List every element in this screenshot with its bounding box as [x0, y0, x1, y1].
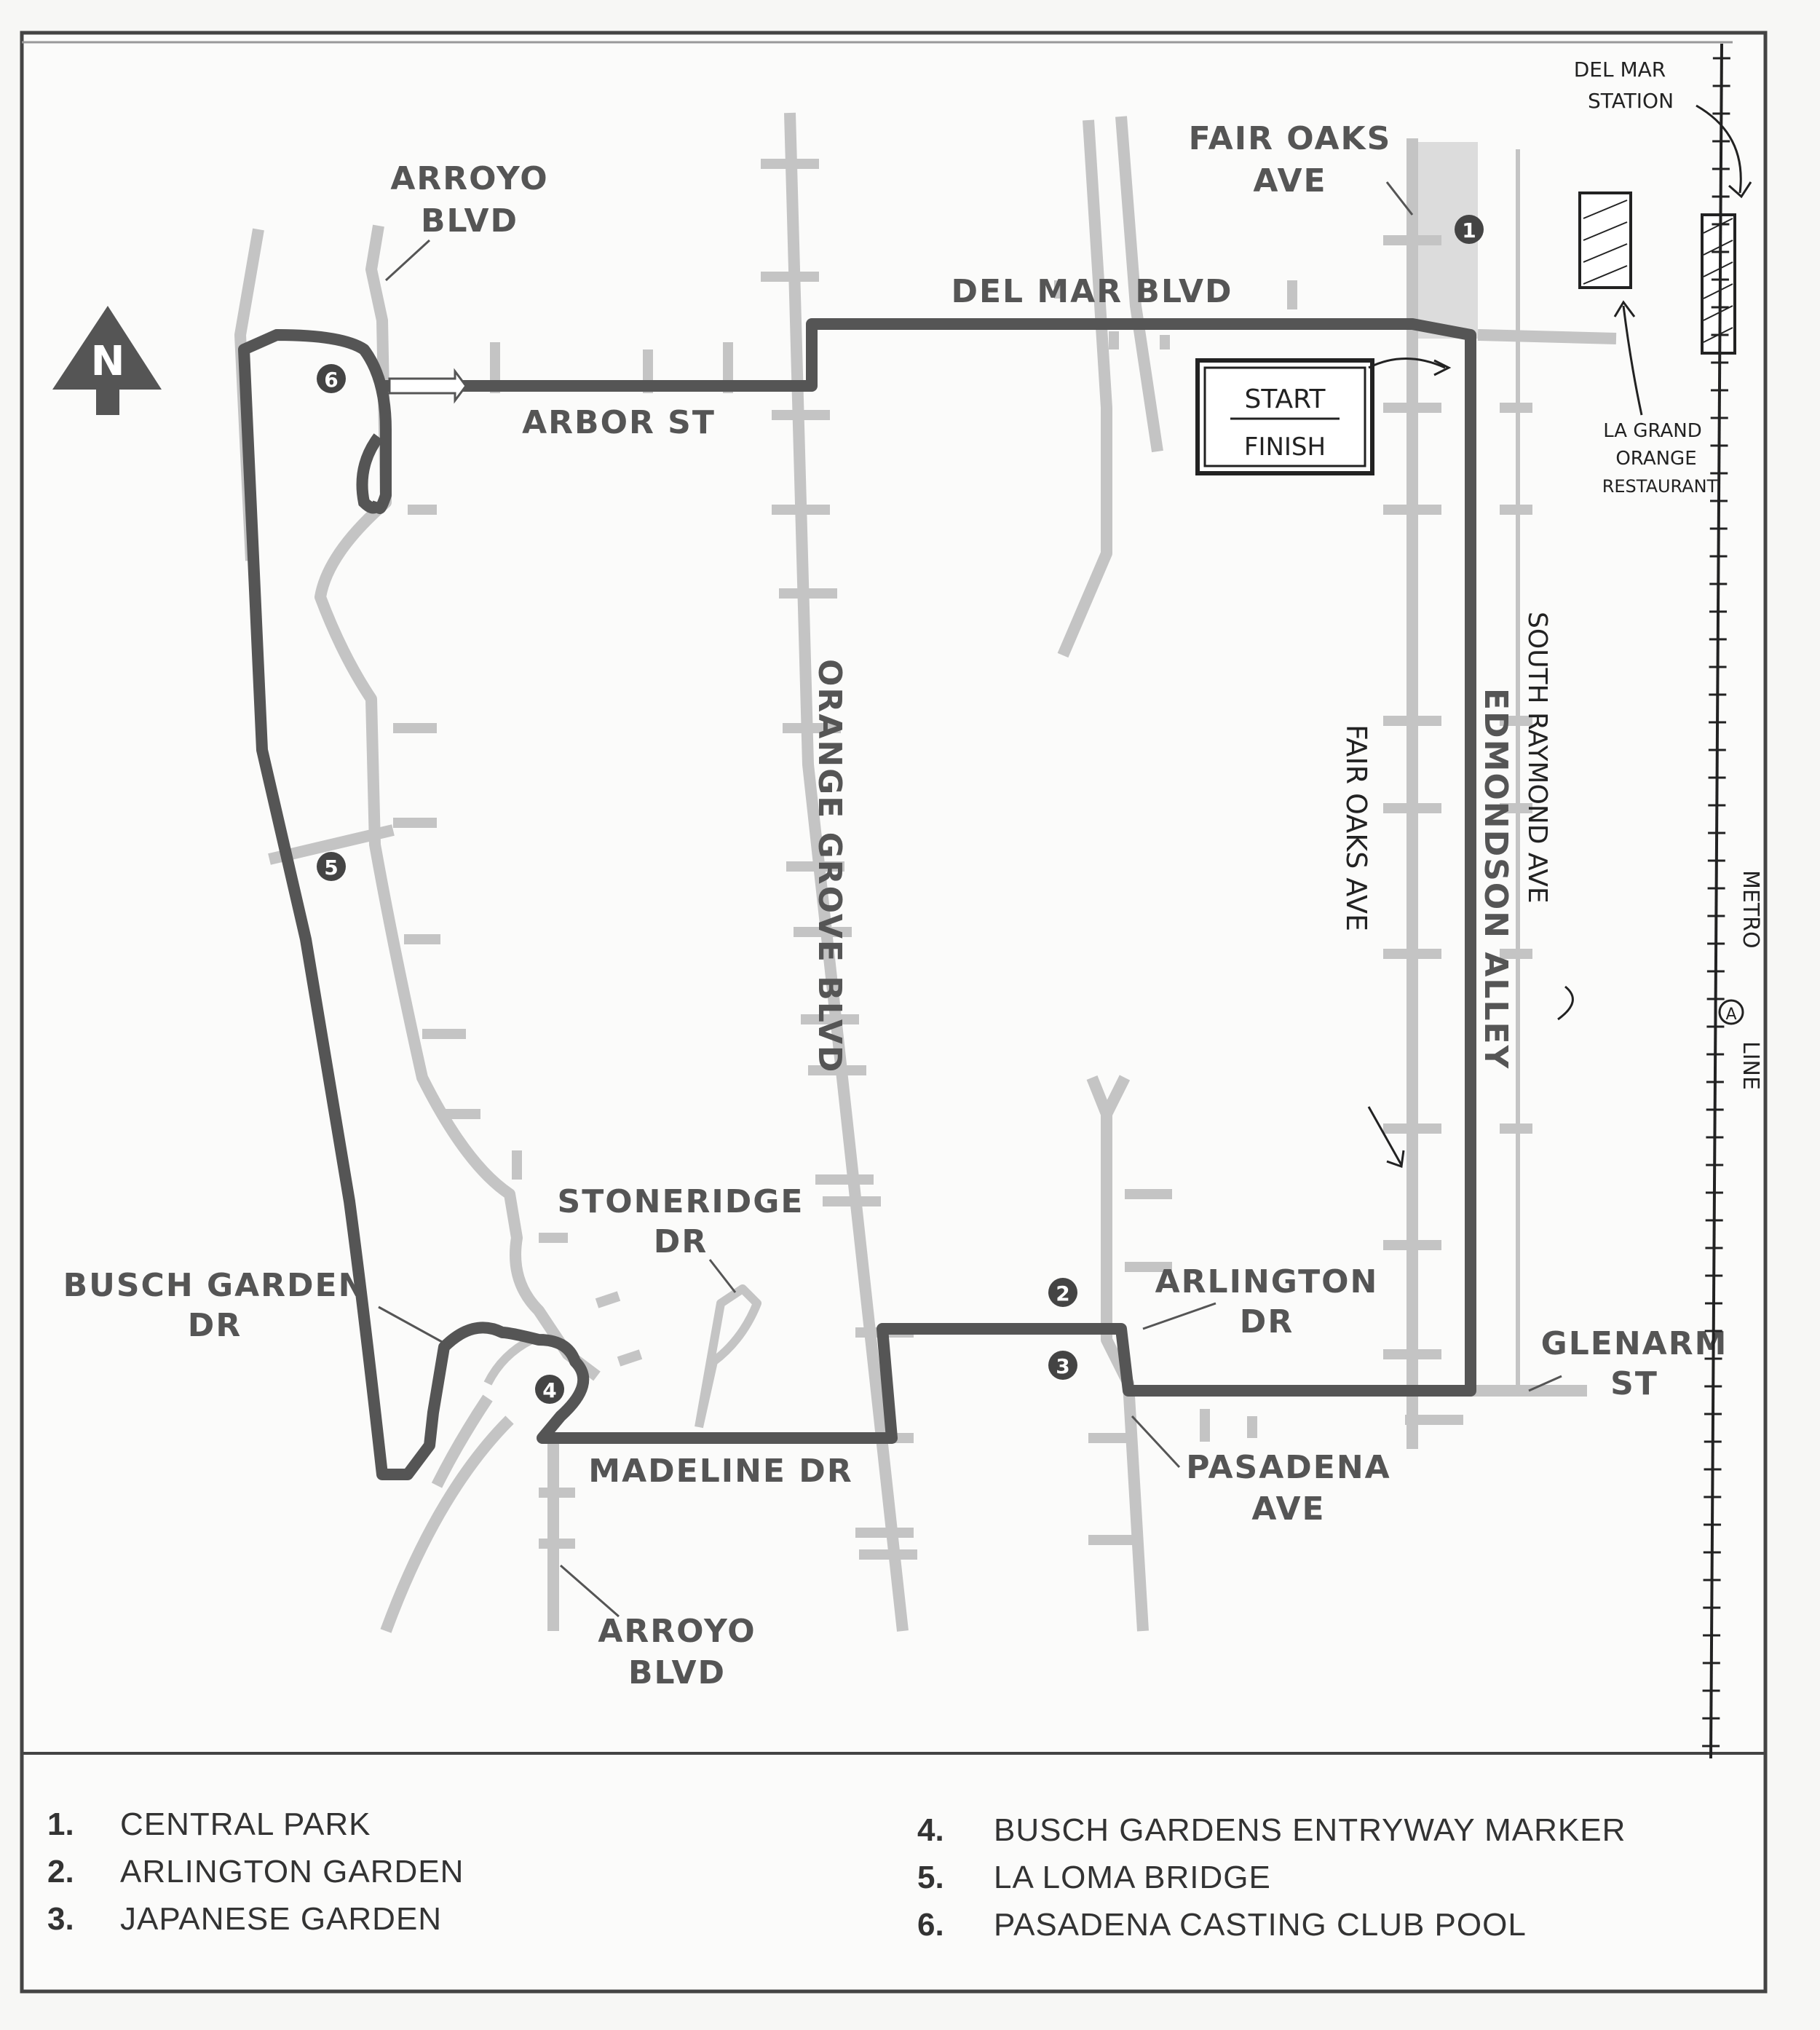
marker-3: 3 — [1048, 1351, 1077, 1380]
street-arroyo-southwest — [380, 1415, 514, 1633]
legend-item: 1. CENTRAL PARK — [47, 1806, 371, 1842]
label-busch-garden-dr-2: DR — [188, 1307, 242, 1344]
legend-item: 2. ARLINGTON GARDEN — [47, 1854, 464, 1889]
del-mar-station-label-2: STATION — [1588, 89, 1674, 113]
restaurant-label-2: ORANGE — [1615, 448, 1696, 470]
start-finish-box: START FINISH — [1195, 358, 1452, 475]
label-fair-oaks-ave-north-1: FAIR OAKS — [1189, 120, 1392, 157]
restaurant-label-1: LA GRAND — [1603, 420, 1702, 442]
north-arrow-icon: N — [52, 306, 162, 415]
street-arroyo-blvd-north — [314, 224, 601, 1381]
label-glenarm-st-1: GLENARM — [1541, 1325, 1728, 1362]
metro-line-letter: A — [1725, 1006, 1736, 1024]
label-orange-grove-blvd: ORANGE GROVE BLVD — [811, 659, 848, 1073]
label-arroyo-blvd-south-1: ARROYO — [598, 1613, 756, 1650]
label-busch-garden-dr-1: BUSCH GARDEN — [63, 1267, 367, 1304]
start-label: START — [1244, 384, 1326, 414]
svg-text:5: 5 — [324, 856, 338, 880]
svg-text:2.: 2. — [47, 1854, 74, 1889]
legend-item: 3. JAPANESE GARDEN — [47, 1901, 442, 1937]
legend-item: 6. PASADENA CASTING CLUB POOL — [917, 1907, 1527, 1943]
svg-text:2: 2 — [1056, 1281, 1069, 1306]
label-fair-oaks-ave-north-2: AVE — [1253, 162, 1326, 200]
label-glenarm-st-2: ST — [1610, 1365, 1658, 1402]
street-del-mar-east — [1477, 329, 1617, 344]
label-arbor-st: ARBOR ST — [522, 404, 716, 441]
svg-text:3.: 3. — [47, 1901, 74, 1937]
legend-item-label: JAPANESE GARDEN — [120, 1901, 442, 1937]
walking-route-loop — [356, 433, 384, 514]
restaurant-label-3: RESTAURANT — [1602, 476, 1718, 497]
marker-2: 2 — [1048, 1278, 1077, 1307]
label-stoneridge-dr-2: DR — [654, 1223, 708, 1260]
label-arroyo-blvd-south-2: BLVD — [628, 1654, 726, 1691]
label-del-mar-blvd: DEL MAR BLVD — [951, 273, 1233, 310]
svg-text:1: 1 — [1462, 218, 1476, 242]
street-orange-grove-blvd — [784, 112, 909, 1632]
legend-item-label: PASADENA CASTING CLUB POOL — [994, 1907, 1527, 1943]
street-stoneridge-dr — [695, 1284, 761, 1429]
metro-rail-line: METRO A LINE — [1702, 43, 1763, 1759]
street-labels: ARROYO BLVD FAIR OAKS AVE DEL MAR BLVD A… — [63, 120, 1728, 1691]
label-pasadena-ave-2: AVE — [1251, 1490, 1325, 1528]
label-stoneridge-dr-1: STONERIDGE — [558, 1183, 804, 1220]
svg-text:1.: 1. — [47, 1806, 74, 1842]
svg-text:3: 3 — [1056, 1354, 1069, 1378]
legend-item-label: BUSCH GARDENS ENTRYWAY MARKER — [994, 1812, 1626, 1848]
svg-text:5.: 5. — [917, 1860, 944, 1895]
legend-item-label: CENTRAL PARK — [120, 1806, 371, 1842]
label-arlington-dr-1: ARLINGTON — [1155, 1263, 1379, 1300]
del-mar-station-label-1: DEL MAR — [1574, 58, 1666, 82]
marker-5: 5 — [317, 852, 346, 881]
legend-item-label: LA LOMA BRIDGE — [994, 1860, 1271, 1895]
street-pasadena-fork — [1086, 1075, 1131, 1120]
legend: 1. CENTRAL PARK 2. ARLINGTON GARDEN 3. J… — [47, 1806, 1626, 1943]
restaurant-building — [1578, 191, 1632, 289]
label-pasadena-ave-1: PASADENA — [1186, 1449, 1390, 1486]
metro-line-label-1: METRO — [1738, 870, 1763, 949]
finish-label: FINISH — [1244, 433, 1326, 462]
label-edmondson-alley: EDMONDSON ALLEY — [1477, 688, 1514, 1070]
label-arroyo-blvd-north-2: BLVD — [421, 202, 518, 240]
label-arlington-dr-2: DR — [1240, 1303, 1294, 1340]
svg-text:6.: 6. — [917, 1907, 944, 1943]
street-north-a — [1057, 119, 1112, 658]
street-north-b — [1115, 116, 1163, 453]
street-pasadena-ave — [1101, 1107, 1149, 1632]
north-arrow-label: N — [91, 338, 125, 385]
legend-item: 5. LA LOMA BRIDGE — [917, 1860, 1271, 1895]
south-raymond-arrow-icon — [1557, 985, 1574, 1021]
label-madeline-dr: MADELINE DR — [588, 1453, 852, 1490]
route-arrow-icon — [388, 368, 467, 404]
metro-line-label-2: LINE — [1738, 1041, 1763, 1090]
marker-6: 6 — [317, 364, 346, 393]
legend-item: 4. BUSCH GARDENS ENTRYWAY MARKER — [917, 1812, 1626, 1848]
marker-1: 1 — [1455, 215, 1484, 244]
svg-text:4: 4 — [542, 1378, 556, 1402]
svg-text:4.: 4. — [917, 1812, 944, 1848]
label-arroyo-blvd-north-1: ARROYO — [390, 160, 548, 197]
metro-a-line-icon — [1718, 999, 1744, 1025]
svg-text:6: 6 — [324, 368, 338, 392]
walking-route — [238, 318, 1476, 1480]
del-mar-station: DEL MAR STATION — [1574, 58, 1752, 355]
marker-4: 4 — [535, 1375, 564, 1404]
fair-oaks-arrow-icon — [1367, 1106, 1403, 1166]
street-network — [234, 112, 1617, 1633]
street-arroyo-spur — [431, 1394, 493, 1488]
street-busch-inner — [483, 1335, 534, 1386]
fair-oaks-ave-label: FAIR OAKS AVE — [1340, 724, 1372, 931]
restaurant: LA GRAND ORANGE RESTAURANT — [1578, 191, 1718, 497]
legend-item-label: ARLINGTON GARDEN — [120, 1854, 464, 1889]
south-raymond-ave-label: SOUTH RAYMOND AVE — [1522, 612, 1552, 904]
